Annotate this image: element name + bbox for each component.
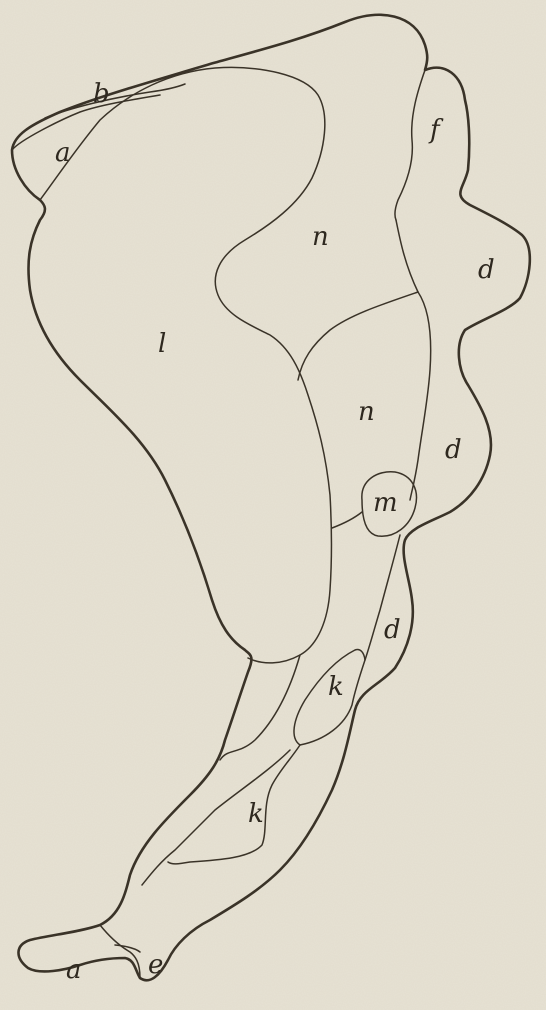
label-k-lower: k (248, 799, 264, 829)
label-e: e (148, 950, 163, 980)
label-m: m (373, 488, 398, 518)
label-b: b (93, 79, 110, 109)
label-d-lower: d (384, 615, 401, 645)
label-d-upper: d (478, 255, 495, 285)
label-d-middle: d (445, 435, 462, 465)
label-k-upper: k (328, 672, 344, 702)
label-a-bottom: a (66, 955, 82, 985)
label-n-upper: n (312, 222, 329, 252)
label-l: l (158, 329, 166, 359)
label-a-top: a (55, 138, 71, 168)
label-n-lower: n (358, 397, 375, 427)
